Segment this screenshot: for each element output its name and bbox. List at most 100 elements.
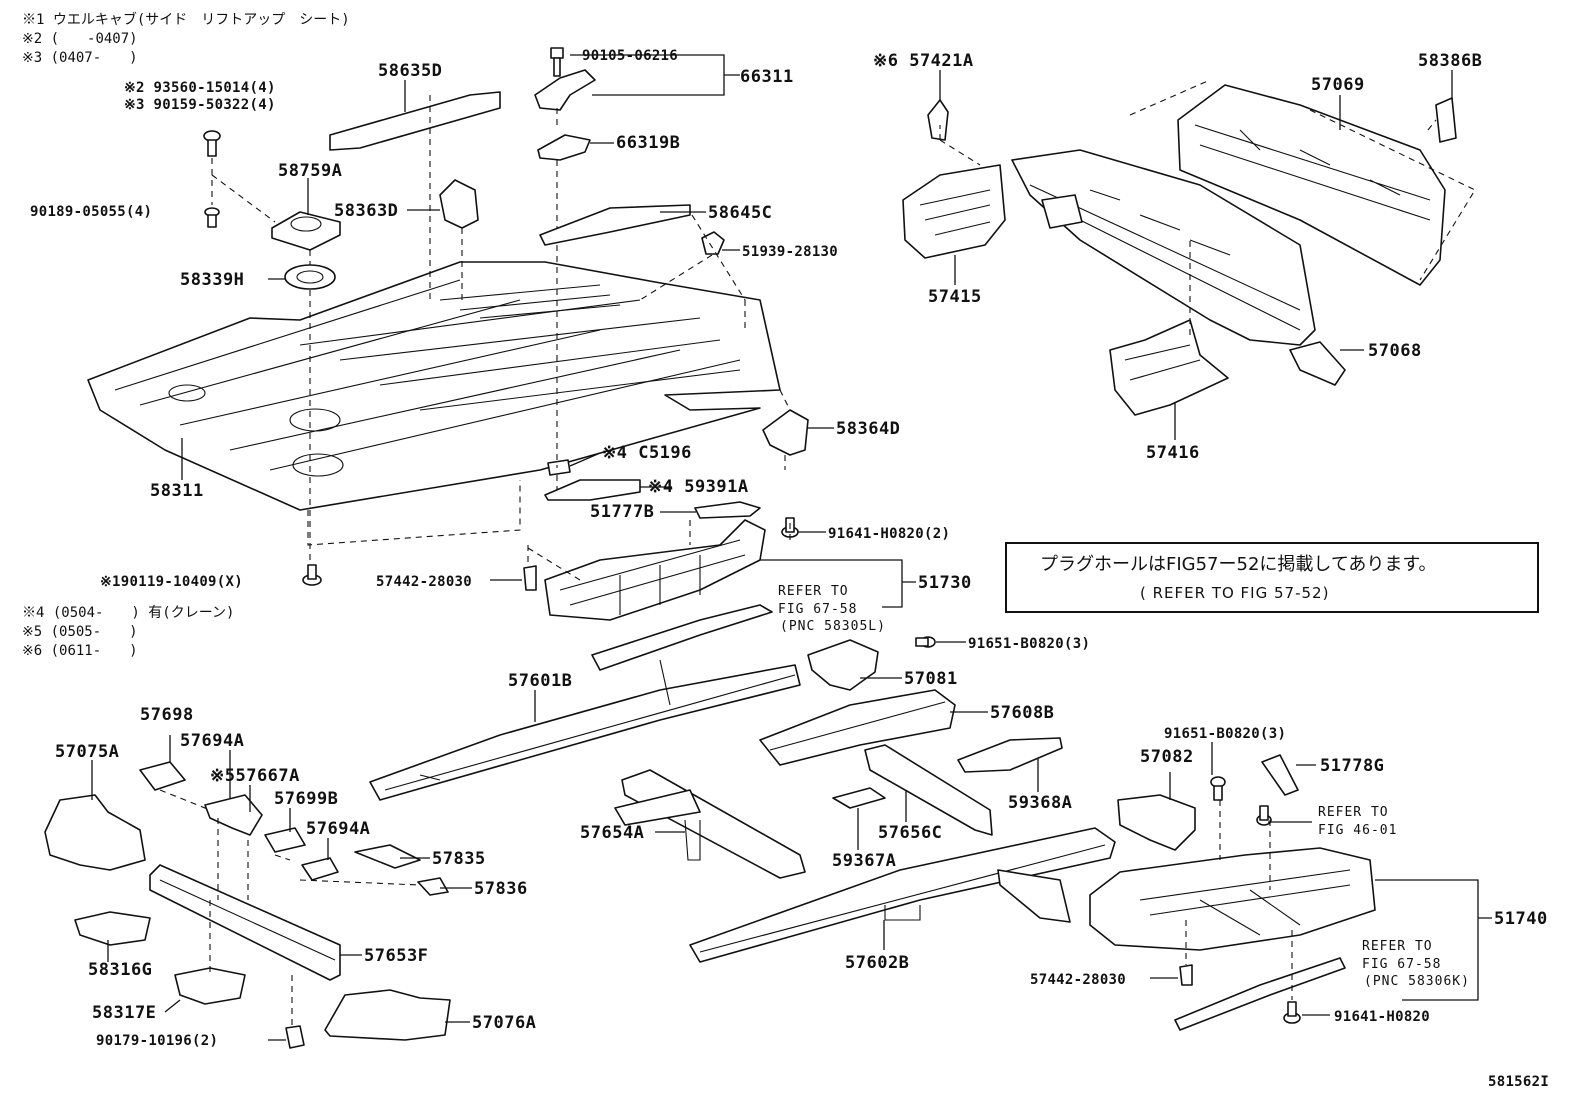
label-91651-B0820-a: 91651-B0820(3) [968,636,1090,652]
part-58759A [271,211,341,251]
part-58339H [284,264,336,290]
label-59367A: 59367A [832,851,896,871]
bolt-91641-b [1283,1001,1301,1024]
part-57421A [927,99,949,141]
part-51740 [1089,847,1376,1031]
label-90105-06216: 90105-06216 [582,48,678,64]
label-90159-50322: ※3 90159-50322(4) [124,97,276,113]
part-58635D [329,91,501,151]
label-66319B: 66319B [616,133,680,153]
assembly-guide-lines [159,79,1476,1025]
clip-57442-b [1179,964,1193,986]
bolt-90189 [204,207,220,228]
label-59368A: 59368A [1008,793,1072,813]
label-57667A: ※557667A [210,766,300,786]
part-57698 [139,761,186,791]
ref-3-line-3: (PNC 58306K) [1364,974,1470,989]
label-57069: 57069 [1311,75,1365,95]
part-57699B [264,827,306,853]
ref-1-line-3: (PNC 58305L) [780,619,886,634]
bolt-93560 [203,130,221,157]
part-59391A [544,479,641,501]
label-91651-B0820-b: 91651-B0820(3) [1164,726,1286,742]
label-57653F: 57653F [364,946,428,966]
part-57069 [1177,84,1446,286]
part-58317E [174,967,246,1005]
part-51778G [1261,754,1299,796]
part-59368A [957,737,1063,773]
label-57698: 57698 [140,705,194,725]
part-66319B [537,134,591,161]
label-57082: 57082 [1140,747,1194,767]
part-57608B [759,689,956,766]
label-57608B: 57608B [990,703,1054,723]
note-2: ※2 ( -0407) [22,31,138,47]
part-58364D [762,409,809,456]
ref-1-line-2: FIG 67-58 [778,602,857,617]
leader-lines [91,54,1492,1041]
label-57442-28030-a: 57442-28030 [376,574,472,590]
part-58363D [439,179,479,229]
part-58386B [1435,97,1457,143]
note-4: ※4 (0504- ) 有(クレーン) [22,605,234,621]
part-51777B [694,501,761,519]
bolt-91651-b [1210,776,1226,801]
part-58645C [539,204,691,246]
label-58635D: 58635D [378,61,442,81]
label-51740: 51740 [1494,909,1548,929]
label-C5196: ※4 C5196 [602,443,692,463]
label-58316G: 58316G [88,960,152,980]
label-58386B: 58386B [1418,51,1482,71]
note-6: ※6 (0611- ) [22,643,138,659]
part-57416 [1109,319,1229,416]
label-58645C: 58645C [708,203,772,223]
clip-90179 [285,1025,305,1049]
floor-pan-58311 [87,261,781,511]
note-1: ※1 ウエルキャブ(サイド リフトアップ シート) [22,11,350,28]
label-58363D: 58363D [334,201,398,221]
label-57699B: 57699B [274,789,338,809]
part-57656C [864,744,993,836]
label-90189-05055: 90189-05055(4) [30,204,152,220]
ref-3-line-2: FIG 67-58 [1362,957,1441,972]
label-58311: 58311 [150,481,204,501]
part-57836 [417,877,449,896]
label-57415: 57415 [928,287,982,307]
label-93560-15014: ※2 93560-15014(4) [124,80,276,96]
label-66311: 66311 [740,67,794,87]
figure-id: 581562I [1488,1074,1549,1090]
label-57836: 57836 [474,879,528,899]
part-57075A [44,794,146,871]
callout-line-2: ( REFER TO FIG 57-52) [1140,584,1329,602]
part-57835 [354,844,421,869]
bolt-91651-a [915,636,936,648]
part-57082 [1117,794,1196,851]
part-57602B [689,827,1116,963]
label-58339H: 58339H [180,270,244,290]
label-57602B: 57602B [845,953,909,973]
ref-2-line-1: REFER TO [1318,805,1389,820]
label-58317E: 58317E [92,1003,156,1023]
label-51730: 51730 [918,573,972,593]
part-59367A [832,787,886,809]
label-57654A: 57654A [580,823,644,843]
label-91641-H0820-2: 91641-H0820(2) [828,526,950,542]
part-58316G [74,911,151,946]
label-57694A-2: 57694A [306,819,370,839]
label-57076A: 57076A [472,1013,536,1033]
part-57415 [902,164,1006,259]
label-51939-28130: 51939-28130 [742,244,838,260]
bolt-51778G [1256,805,1272,826]
part-51730 [544,519,773,671]
part-66311 [534,47,596,111]
label-57081: 57081 [904,669,958,689]
part-57601B [369,659,801,801]
ref-1-line-1: REFER TO [778,584,849,599]
label-57694A-1: 57694A [180,731,244,751]
ref-2-line-2: FIG 46-01 [1318,823,1397,838]
part-C5196 [547,459,571,476]
clip-51939 [701,231,725,255]
label-59391A: ※4 59391A [648,477,749,497]
